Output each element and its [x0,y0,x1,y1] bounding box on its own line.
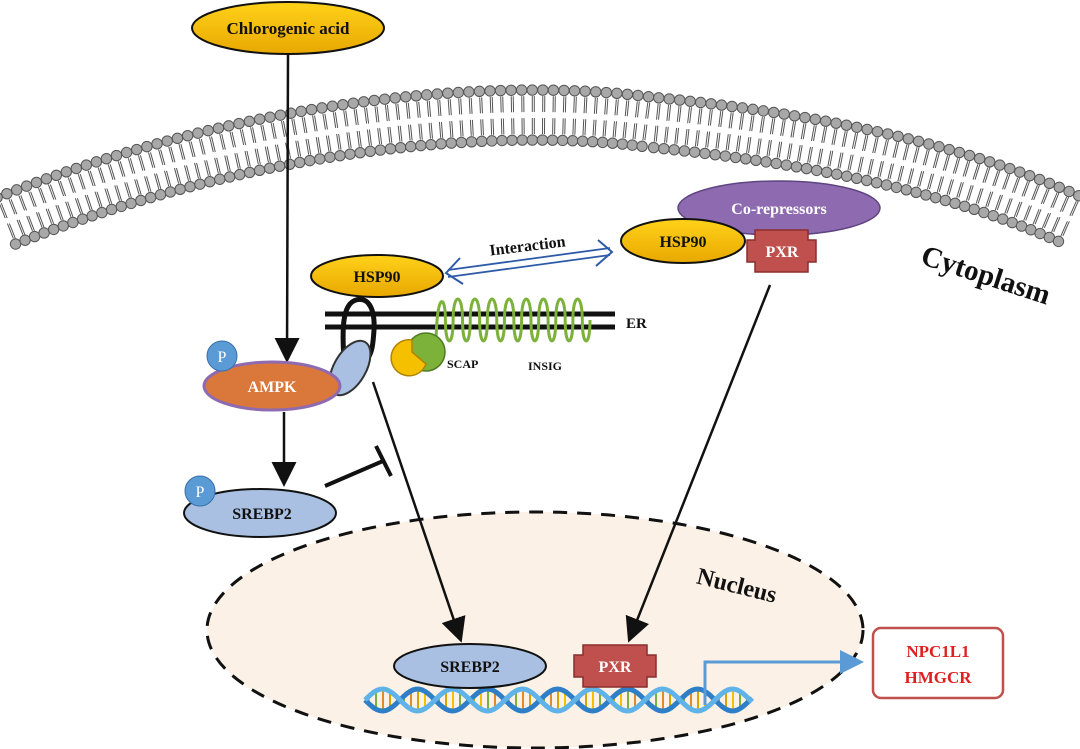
transcription-arrow [703,650,864,705]
dna-helix [363,686,754,714]
cytoplasm-label: Cytoplasm [917,240,1054,312]
insig-helix [434,297,592,349]
hsp90-cytoplasm-node [620,218,746,264]
target-gene-hmgcr: HMGCR [904,668,972,687]
ampk-phosphate-label: P [218,349,227,366]
pxr-nucleus-label: PXR [599,659,632,676]
hsp90-er-node [310,254,444,298]
cell-membrane [0,84,1080,250]
scap-label: SCAP [447,357,478,371]
target-genes-box [871,626,1005,700]
co-repressors-label: Co-repressors [731,201,826,218]
ampk-node [202,360,342,412]
chlorogenic-acid-node [191,1,385,55]
nucleus-envelope [205,510,865,749]
interaction-arrow [444,239,614,285]
arrow-pxr-to-nucleus [625,284,772,643]
srebp2-cytoplasm-node [183,488,337,538]
er-label: ER [626,316,647,332]
chlorogenic-acid-label: Chlorogenic acid [227,19,350,38]
pxr-cytoplasm-label: PXR [766,244,799,261]
srebp2-phosphate [184,475,216,507]
arrow-er-to-nucleus-srebp2 [371,381,466,643]
arrow-chlorogenic-to-ampk [274,53,300,363]
srebp2-nucleus-node [393,643,547,689]
pxr-cytoplasm-node [746,229,817,273]
hsp90-cytoplasm-label: HSP90 [659,234,706,251]
ampk-phosphate [206,340,238,372]
srebp2-cytoplasm-label: SREBP2 [232,506,292,523]
ampk-label: AMPK [248,379,297,396]
srebp2-phosphate-label: P [196,484,205,501]
hsp90-er-label: HSP90 [353,269,400,286]
srebp2-nucleus-label: SREBP2 [440,659,500,676]
target-gene-npc1l1: NPC1L1 [906,642,969,661]
scap-icon [390,332,446,377]
insig-label: INSIG [528,359,562,373]
srebp-er-loop [340,296,377,361]
pxr-nucleus-node [573,644,657,688]
inhibition-srebp2-to-er [324,445,393,488]
